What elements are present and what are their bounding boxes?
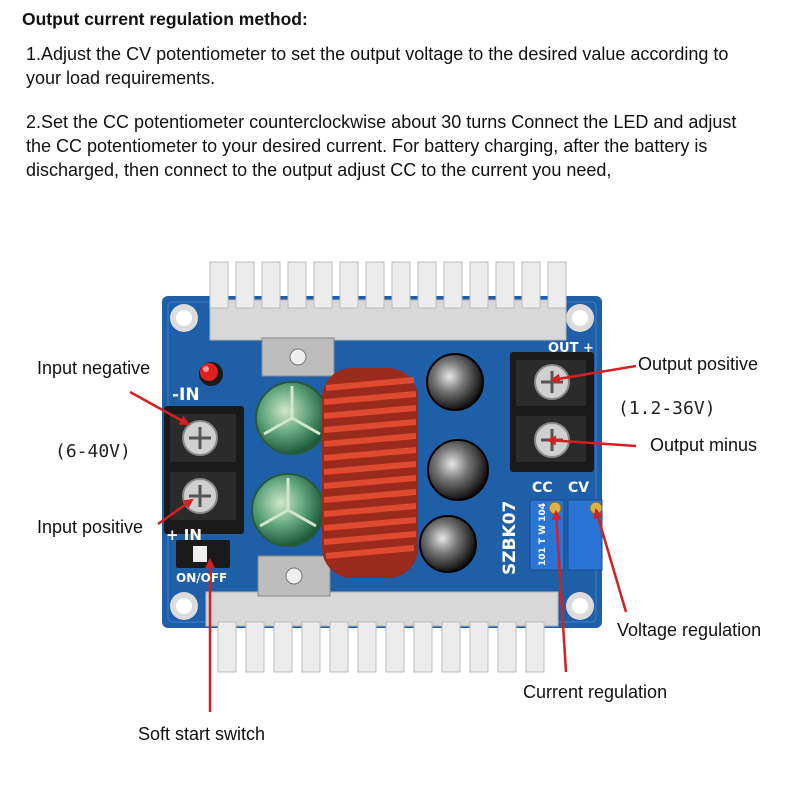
arrow-output-positive <box>550 364 637 384</box>
power-led <box>199 362 223 386</box>
input-terminal-block <box>164 406 244 534</box>
label-input-negative: Input negative <box>37 358 151 378</box>
arrow-input-negative <box>129 390 190 426</box>
silk-on-off: ON/OFF <box>176 571 227 585</box>
mounting-holes <box>170 304 594 620</box>
soft-start-switch-body <box>176 540 230 568</box>
label-soft-start-switch: Soft start switch <box>138 724 266 744</box>
output-terminal-block <box>510 352 594 472</box>
arrow-voltage-regulation <box>593 508 628 613</box>
label-output-minus: Output minus <box>650 435 758 455</box>
silk-pot-code: 101 T W 104 <box>538 503 548 566</box>
label-input-range: (6-40V) <box>55 441 131 462</box>
inductor-coil <box>322 368 418 578</box>
input-capacitors <box>251 381 329 547</box>
label-output-positive: Output positive <box>638 354 759 374</box>
arrow-current-regulation <box>551 510 568 673</box>
silk-cv: CV <box>568 480 589 496</box>
label-input-positive: Input positive <box>37 517 144 537</box>
silk-out: OUT + <box>548 341 594 356</box>
output-capacitors <box>419 353 489 573</box>
step-2-text: 2.Set the CC potentiometer counterclockw… <box>26 112 737 180</box>
silk-model: SZBK07 <box>500 501 520 575</box>
arrow-input-positive <box>157 498 194 526</box>
label-output-range: (1.2-36V) <box>618 398 716 419</box>
silk-in-plus: + IN <box>166 526 202 544</box>
silk-in-minus: -IN <box>172 385 200 405</box>
bottom-heatsink <box>205 555 559 673</box>
step-1-text: 1.Adjust the CV potentiometer to set the… <box>26 44 729 88</box>
callout-arrows <box>129 364 637 712</box>
page-title: Output current regulation method: <box>22 9 308 29</box>
label-voltage-regulation: Voltage regulation <box>617 620 762 640</box>
arrow-output-minus <box>546 435 637 448</box>
top-heatsink <box>209 261 567 377</box>
label-current-regulation: Current regulation <box>523 682 668 702</box>
silk-cc: CC <box>532 480 553 496</box>
